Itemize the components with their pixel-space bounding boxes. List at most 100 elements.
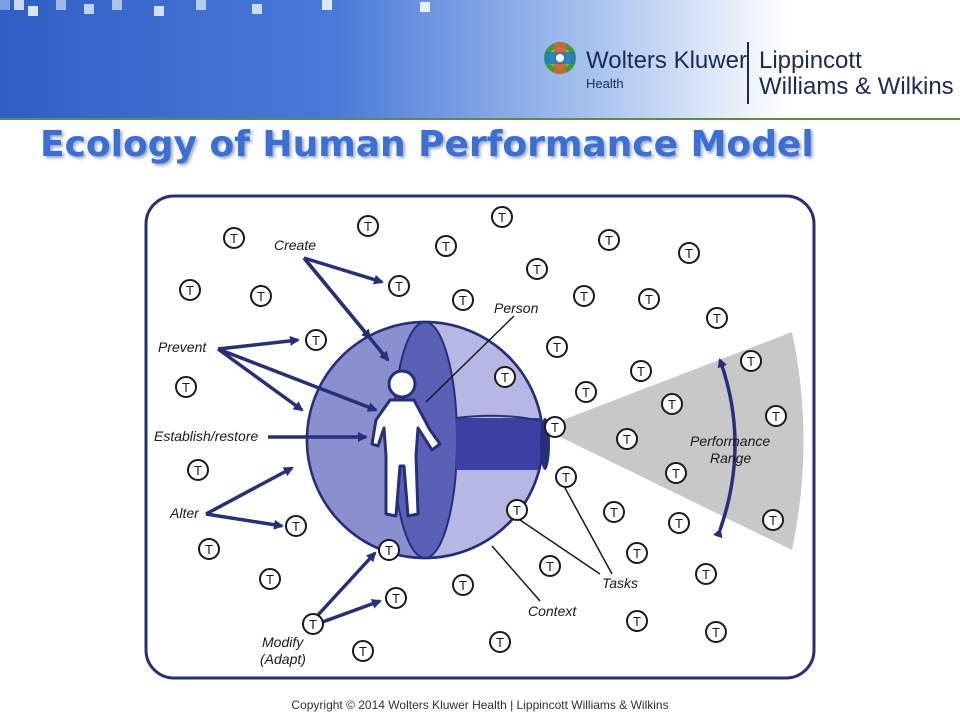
brand-name: Wolters Kluwer <box>586 47 747 74</box>
task-marker-label: T <box>266 572 274 587</box>
task-marker: T <box>626 610 648 632</box>
task-marker: T <box>603 501 625 523</box>
label-alter: Alter <box>169 505 200 521</box>
task-marker: T <box>175 376 197 398</box>
label-establish-restore: Establish/restore <box>154 428 258 444</box>
task-marker-label: T <box>645 292 653 307</box>
task-marker: T <box>491 206 513 228</box>
header-banner <box>0 0 960 118</box>
task-marker: T <box>598 229 620 251</box>
task-marker-label: T <box>747 354 755 369</box>
task-marker-label: T <box>442 239 450 254</box>
task-marker: T <box>452 574 474 596</box>
task-marker-label: T <box>186 283 194 298</box>
task-marker-label: T <box>459 293 467 308</box>
task-marker: T <box>187 459 209 481</box>
task-marker-label: T <box>513 503 521 518</box>
task-marker: T <box>705 621 727 643</box>
task-marker: T <box>385 587 407 609</box>
task-marker: T <box>179 279 201 301</box>
publisher-line1: Lippincott <box>759 47 862 74</box>
task-marker-label: T <box>182 380 190 395</box>
task-marker-label: T <box>496 635 504 650</box>
task-marker-label: T <box>292 519 300 534</box>
task-marker: T <box>489 631 511 653</box>
task-marker-label: T <box>610 505 618 520</box>
task-marker-label: T <box>633 546 641 561</box>
label-create: Create <box>274 237 316 253</box>
task-marker-label: T <box>501 370 509 385</box>
label-adapt: (Adapt) <box>260 651 306 667</box>
task-marker: T <box>378 539 400 561</box>
task-marker-label: T <box>459 578 467 593</box>
task-marker-label: T <box>685 246 693 261</box>
task-marker: T <box>352 640 374 662</box>
task-marker-label: T <box>637 364 645 379</box>
task-marker-label: T <box>713 311 721 326</box>
label-tasks: Tasks <box>602 575 638 591</box>
header-mosaic <box>0 0 430 16</box>
label-context: Context <box>528 603 577 619</box>
task-marker-label: T <box>702 567 710 582</box>
task-marker-label: T <box>309 617 317 632</box>
task-marker: T <box>546 336 568 358</box>
performance-range <box>542 332 804 550</box>
task-marker: T <box>695 563 717 585</box>
task-marker: T <box>740 350 762 372</box>
task-marker: T <box>302 613 324 635</box>
task-marker-label: T <box>194 463 202 478</box>
task-marker: T <box>388 275 410 297</box>
slide-title: Ecology of Human Performance Model <box>40 124 814 165</box>
task-marker-label: T <box>633 614 641 629</box>
task-marker: T <box>661 393 683 415</box>
task-marker-label: T <box>675 516 683 531</box>
task-marker-label: T <box>230 231 238 246</box>
task-marker-label: T <box>668 397 676 412</box>
task-marker-label: T <box>364 219 372 234</box>
task-marker-label: T <box>392 591 400 606</box>
task-marker: T <box>544 416 566 438</box>
task-marker: T <box>506 499 528 521</box>
task-marker-label: T <box>312 333 320 348</box>
task-marker-label: T <box>551 420 559 435</box>
publisher-line2: Williams & Wilkins <box>759 73 954 100</box>
label-person: Person <box>494 300 539 316</box>
task-marker-label: T <box>605 233 613 248</box>
task-marker-label: T <box>580 289 588 304</box>
range-arrow <box>712 358 737 539</box>
header-divider <box>0 118 960 120</box>
wolters-kluwer-logo-icon <box>544 42 576 74</box>
task-marker: T <box>630 360 652 382</box>
diagram-labels: Create Prevent Establish/restore Alter M… <box>154 237 770 667</box>
label-prevent: Prevent <box>158 339 207 355</box>
task-marker-label: T <box>553 340 561 355</box>
task-marker: T <box>357 215 379 237</box>
task-marker: T <box>616 428 638 450</box>
task-marker: T <box>223 227 245 249</box>
task-marker-label: T <box>385 543 393 558</box>
task-marker: T <box>494 366 516 388</box>
task-marker: T <box>555 466 577 488</box>
task-marker: T <box>573 285 595 307</box>
task-marker-label: T <box>672 466 680 481</box>
task-marker-label: T <box>395 279 403 294</box>
task-marker-label: T <box>772 409 780 424</box>
leader-lines <box>425 315 613 602</box>
task-marker: T <box>665 462 687 484</box>
copyright-footer: Copyright © 2014 Wolters Kluwer Health |… <box>291 698 669 712</box>
task-marker: T <box>765 405 787 427</box>
task-marker: T <box>285 515 307 537</box>
task-marker-label: T <box>498 210 506 225</box>
task-marker: T <box>435 235 457 257</box>
task-marker-label: T <box>582 385 590 400</box>
task-marker: T <box>678 242 700 264</box>
task-marker: T <box>539 555 561 577</box>
task-marker: T <box>626 542 648 564</box>
brand-division: Health <box>586 76 624 91</box>
task-marker-label: T <box>205 542 213 557</box>
task-marker-label: T <box>546 559 554 574</box>
task-marker: T <box>668 512 690 534</box>
task-marker: T <box>305 329 327 351</box>
task-marker: T <box>259 568 281 590</box>
